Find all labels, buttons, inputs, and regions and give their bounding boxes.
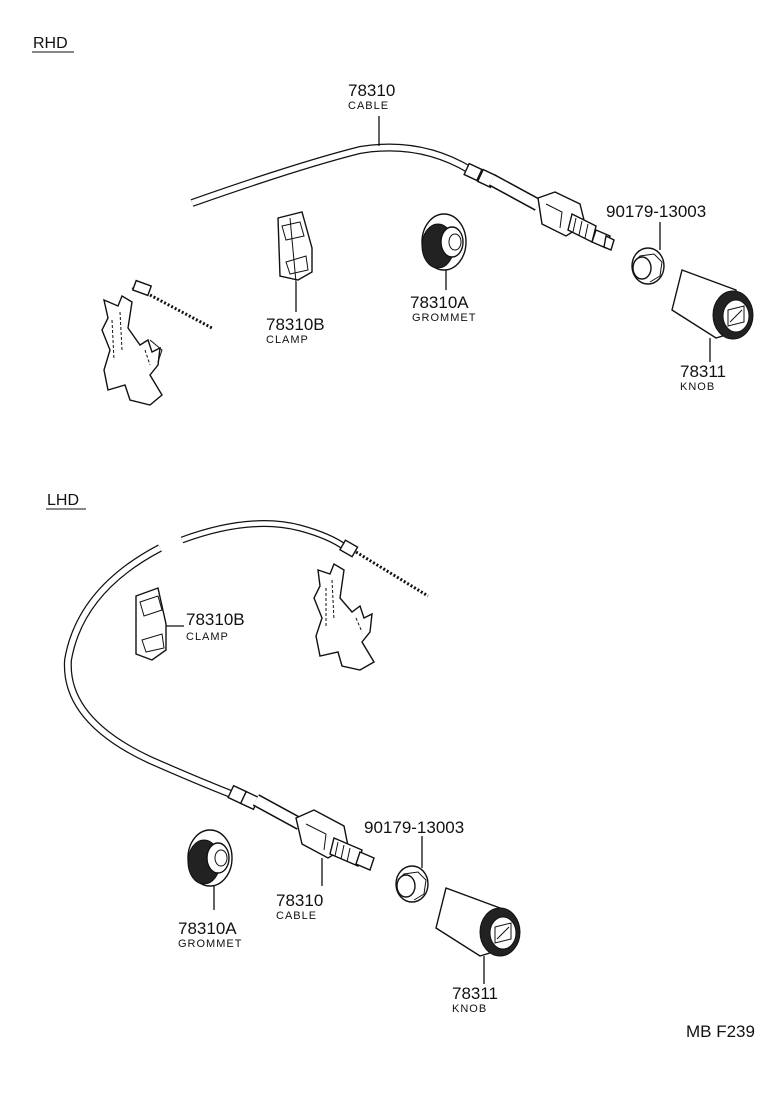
rhd-cable [100,143,615,330]
lhd-cable-name: CABLE [276,910,317,922]
lhd-cable [63,520,429,871]
rhd-knob-number: 78311 [680,362,726,381]
rhd-nut-number: 90179-13003 [606,202,706,221]
lhd-clamp-name: CLAMP [186,631,229,643]
lhd-clamp-number: 78310B [186,610,245,629]
rhd-section-label: RHD [33,35,68,52]
rhd-cable-number: 78310 [348,81,395,100]
lhd-knob [435,887,521,984]
rhd-section: RHD [32,35,754,406]
rhd-knob [671,269,754,362]
lhd-grommet-number: 78310A [178,919,237,938]
lhd-nut-number: 90179-13003 [364,818,464,837]
lhd-cable-number: 78310 [276,891,323,910]
rhd-knob-name: KNOB [680,381,715,393]
lhd-clamp [135,587,184,661]
rhd-grommet [421,213,467,290]
lhd-section-label: LHD [47,492,79,509]
lhd-grommet [187,829,233,910]
rhd-nut [631,222,665,285]
lhd-section: LHD 78310 CABLE [46,492,521,1015]
lhd-knob-number: 78311 [452,984,498,1003]
lhd-hand-illustration [313,562,375,671]
lhd-grommet-name: GROMMET [178,938,242,950]
rhd-grommet-name: GROMMET [412,312,476,324]
rhd-cable-name: CABLE [348,100,389,112]
lhd-knob-name: KNOB [452,1003,487,1015]
rhd-clamp-number: 78310B [266,315,325,334]
rhd-hand-illustration [101,294,163,406]
figure-code: MB F239 [686,1022,755,1041]
lhd-nut [395,836,429,903]
rhd-clamp-name: CLAMP [266,334,309,346]
rhd-clamp [277,211,313,312]
rhd-grommet-number: 78310A [410,293,469,312]
